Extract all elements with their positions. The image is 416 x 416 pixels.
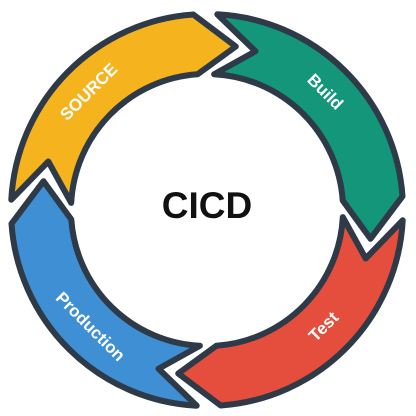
build-segment: [211, 11, 406, 242]
cycle-segments: [8, 11, 406, 409]
production-segment: [8, 178, 203, 409]
center-title: CICD: [162, 185, 252, 226]
test-segment: [175, 214, 406, 409]
source-segment: [8, 11, 239, 206]
